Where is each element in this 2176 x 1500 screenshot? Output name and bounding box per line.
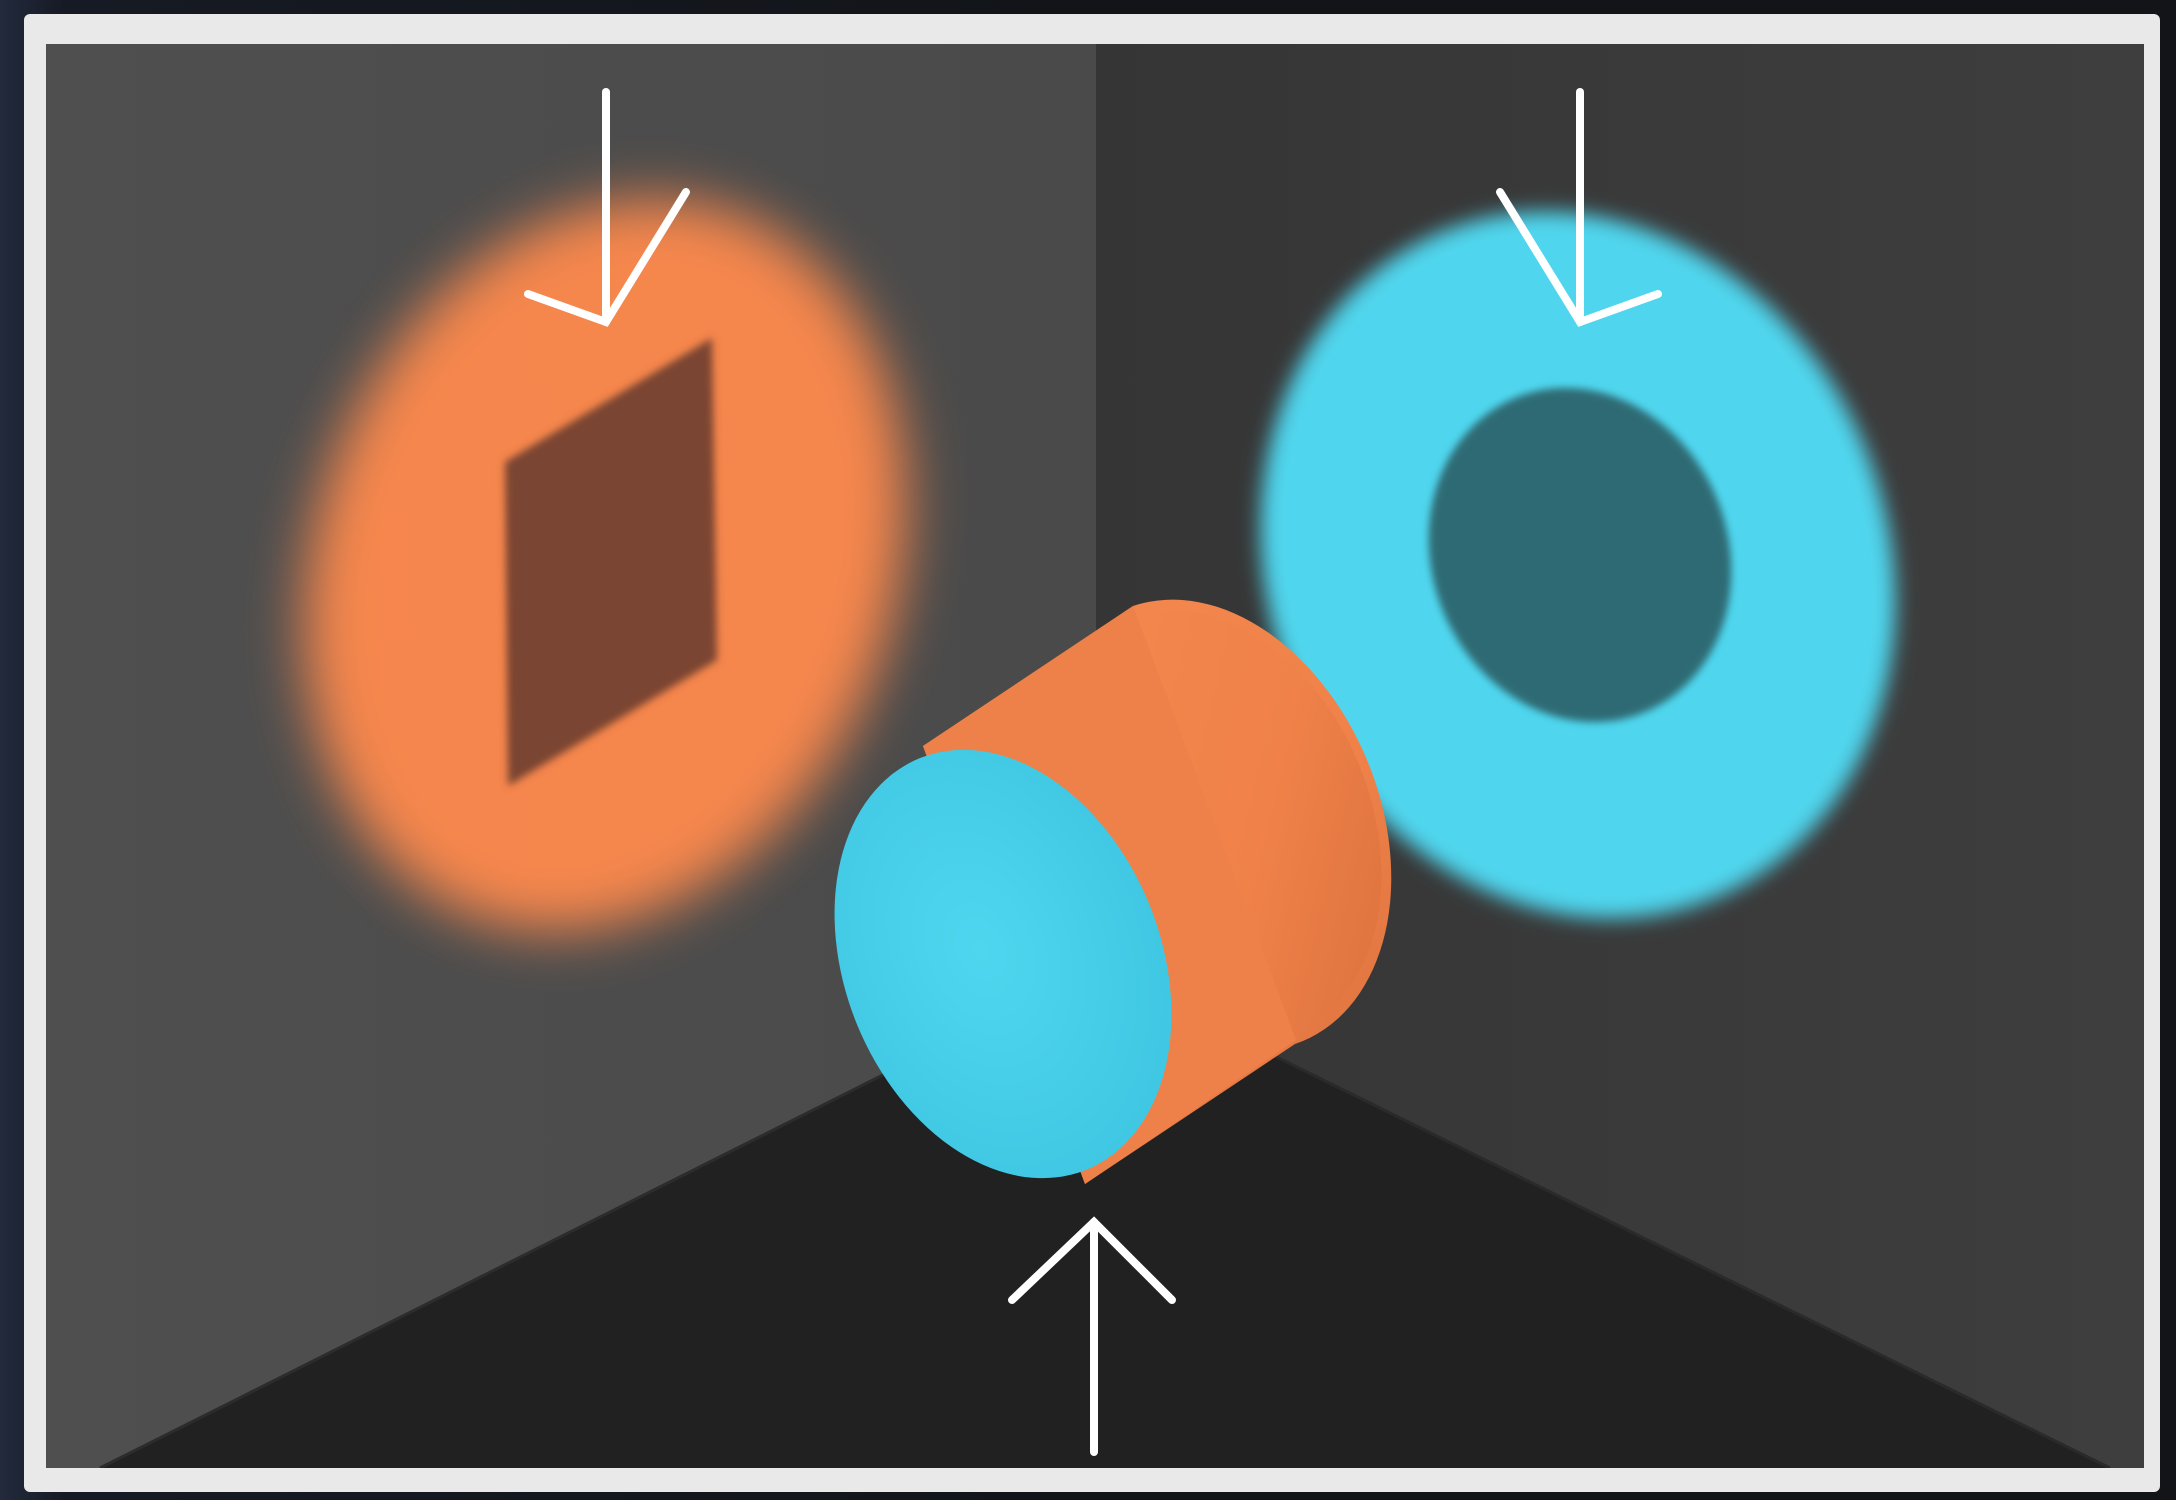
cylinder-face [834, 749, 1172, 1179]
arrow-down-icon [524, 88, 690, 327]
cylinder [834, 599, 1392, 1184]
arrow-down-icon [1496, 88, 1662, 327]
right-projection [1260, 211, 1896, 919]
left-projection [303, 198, 907, 932]
arrow-up-icon [1008, 1216, 1176, 1456]
floor [100, 968, 2110, 1468]
rectangle-shadow [505, 338, 717, 786]
circle-shadow [1428, 387, 1732, 723]
